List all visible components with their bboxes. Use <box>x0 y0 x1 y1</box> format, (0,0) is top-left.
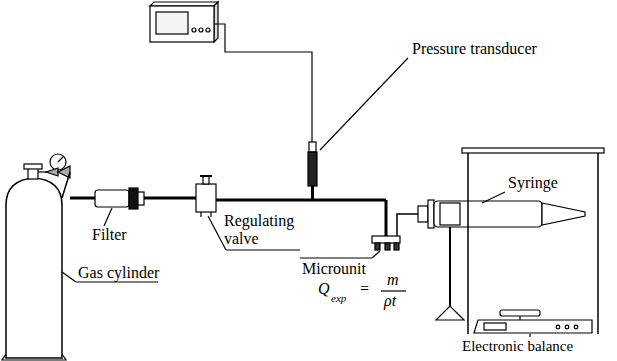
part-label: Microunit <box>302 260 366 278</box>
part-label: Filter <box>92 226 127 244</box>
gas-cylinder <box>2 154 70 360</box>
pressure-monitor <box>150 2 218 42</box>
formula-symbol: m <box>387 271 399 289</box>
part-label: Pressure transducer <box>412 40 537 58</box>
formula-subscript: exp <box>331 292 346 305</box>
leader-lines <box>62 58 530 337</box>
regulating-valve <box>196 176 216 217</box>
signal-wire <box>214 24 312 142</box>
formula-symbol: ρt <box>384 292 396 310</box>
microunit <box>372 214 418 250</box>
syringe <box>418 200 585 320</box>
electronic-balance <box>462 148 604 334</box>
part-label: Gas cylinder <box>78 264 159 282</box>
part-label: Syringe <box>508 174 558 192</box>
formula-symbol: = <box>360 280 369 298</box>
formula-symbol: Q <box>318 280 330 298</box>
filter <box>95 188 144 209</box>
fraction-bar <box>381 290 406 291</box>
part-label: Regulating valve <box>224 212 304 249</box>
pressure-transducer <box>308 142 317 200</box>
part-label: Electronic balance <box>462 338 573 355</box>
